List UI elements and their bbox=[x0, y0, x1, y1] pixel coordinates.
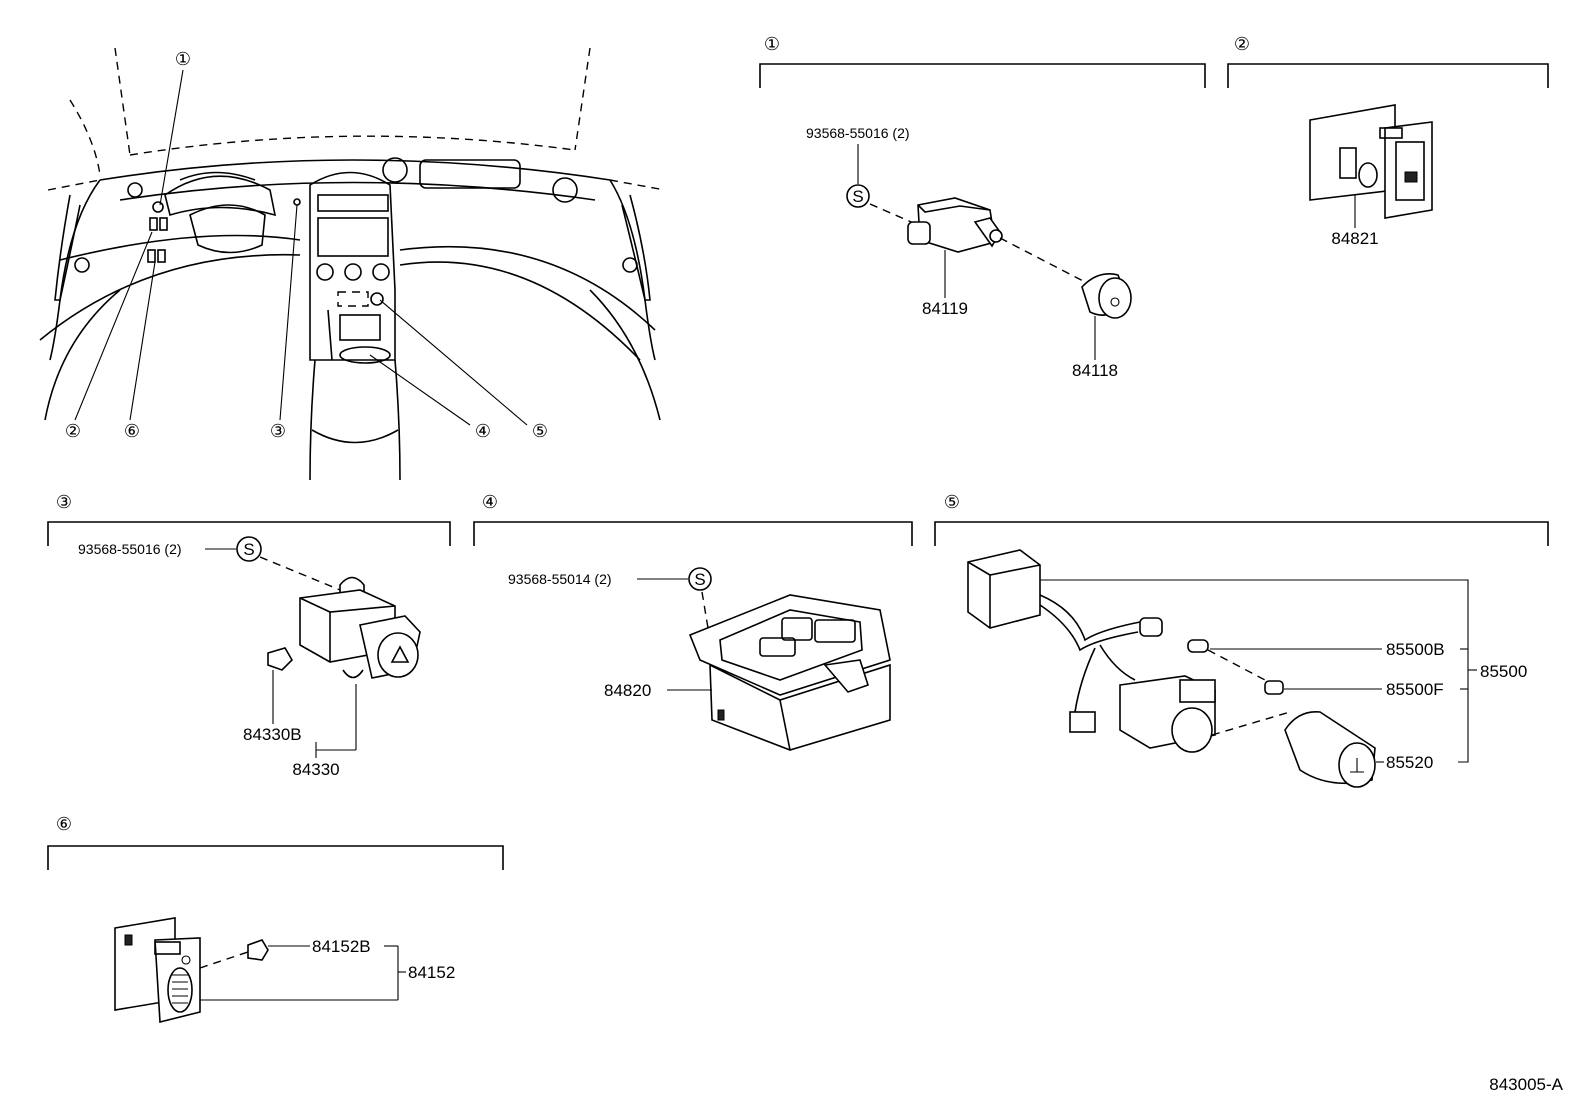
section-4: ④ 93568-55014 (2) S 84820 bbox=[473, 492, 913, 751]
section-1: ① 93568-55016 (2) S 84119 84118 bbox=[759, 34, 1206, 380]
part-84119: 84119 bbox=[922, 299, 968, 318]
part-84330: 84330 bbox=[292, 760, 339, 779]
screw-symbol-s3: S bbox=[236, 536, 262, 562]
overview-callouts: ① ② ⑥ ③ ④ ⑤ bbox=[65, 49, 548, 441]
section-3: ③ 93568-55016 (2) S 84330B 84330 bbox=[47, 492, 451, 779]
figure-code: 843005-A bbox=[1489, 1075, 1563, 1094]
part-84119-drawing bbox=[907, 197, 1003, 253]
section-4-label: ④ bbox=[482, 492, 498, 512]
section-6-label: ⑥ bbox=[56, 814, 72, 834]
part-84152B-drawing bbox=[247, 939, 269, 961]
section-5-label: ⑤ bbox=[944, 492, 960, 512]
part-85500: 85500 bbox=[1480, 662, 1527, 681]
part-84330B: 84330B bbox=[243, 725, 302, 744]
part-93568-55016-s3: 93568-55016 (2) bbox=[78, 541, 182, 557]
part-85500B-drawing bbox=[1187, 639, 1209, 653]
part-84152B: 84152B bbox=[312, 937, 371, 956]
overview-callout-6: ⑥ bbox=[124, 421, 140, 441]
part-84820-drawing bbox=[688, 594, 891, 751]
screw-symbol-s1: S bbox=[846, 184, 870, 208]
part-85520: 85520 bbox=[1386, 753, 1433, 772]
overview-callout-3: ③ bbox=[270, 421, 286, 441]
part-93568-55014: 93568-55014 (2) bbox=[508, 571, 612, 587]
part-85500-harness-drawing bbox=[967, 549, 1216, 753]
section-2: ② 84821 bbox=[1227, 34, 1549, 248]
section-5: ⑤ 85500 bbox=[934, 492, 1549, 788]
overview-callout-5: ⑤ bbox=[532, 421, 548, 441]
screw-symbol-letter: S bbox=[243, 540, 254, 559]
part-84820: 84820 bbox=[604, 681, 651, 700]
screw-symbol-s4: S bbox=[688, 567, 712, 591]
dashboard-overview bbox=[39, 47, 666, 481]
section-3-label: ③ bbox=[56, 492, 72, 512]
part-84330-drawing bbox=[267, 576, 421, 679]
overview-callout-2: ② bbox=[65, 421, 81, 441]
overview-callout-1: ① bbox=[175, 49, 191, 69]
section-1-label: ① bbox=[764, 34, 780, 54]
part-85500B: 85500B bbox=[1386, 640, 1445, 659]
part-85500F-drawing bbox=[1264, 680, 1284, 695]
part-84118: 84118 bbox=[1072, 361, 1118, 380]
part-84118-drawing bbox=[1081, 273, 1132, 319]
section-6: ⑥ 84152B 84152 bbox=[47, 814, 504, 1024]
part-84152: 84152 bbox=[408, 963, 455, 982]
screw-symbol-letter: S bbox=[694, 570, 705, 589]
part-85520-drawing bbox=[1284, 711, 1376, 788]
part-84152-drawing bbox=[114, 917, 201, 1024]
section-2-label: ② bbox=[1234, 34, 1250, 54]
part-84821-drawing bbox=[1309, 104, 1433, 219]
part-93568-55016-s1: 93568-55016 (2) bbox=[806, 125, 910, 141]
part-85500F: 85500F bbox=[1386, 680, 1444, 699]
part-84821: 84821 bbox=[1331, 229, 1378, 248]
screw-symbol-letter: S bbox=[852, 187, 863, 206]
overview-callout-4: ④ bbox=[475, 421, 491, 441]
